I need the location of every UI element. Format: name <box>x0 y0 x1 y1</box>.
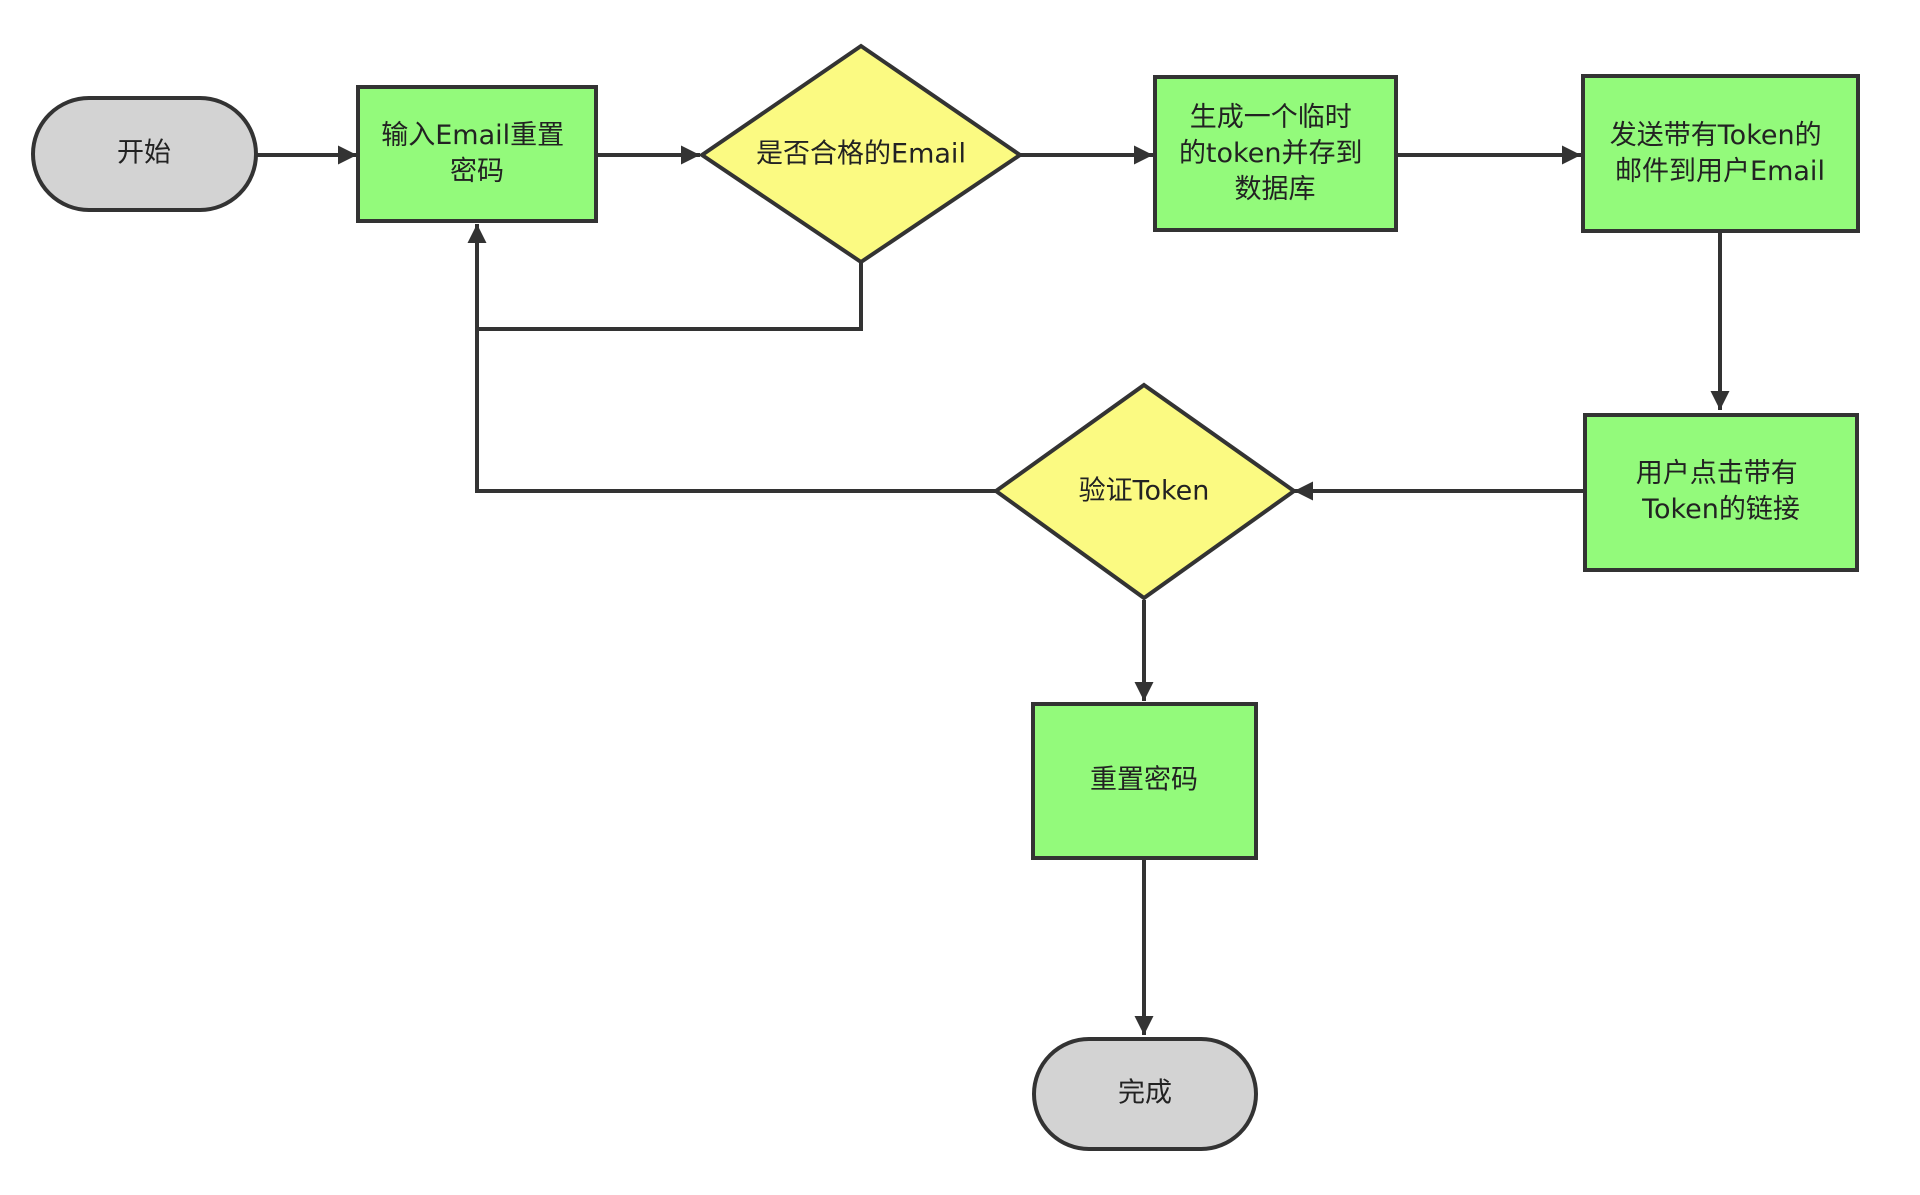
input-email-shape <box>356 85 598 223</box>
user-click-label: 用户点击带有 Token的链接 <box>1636 458 1807 525</box>
edges <box>256 145 1730 1035</box>
start-node: 开始 <box>31 96 258 212</box>
input-email-node: 输入Email重置 密码 <box>356 85 598 223</box>
check-email-shape <box>698 43 1024 265</box>
user-click-shape <box>1583 413 1859 572</box>
start-label: 开始 <box>117 138 171 169</box>
done-label: 完成 <box>1118 1078 1172 1109</box>
start-shape <box>31 96 258 212</box>
done-shape <box>1032 1037 1258 1151</box>
done-node: 完成 <box>1032 1037 1258 1151</box>
user-click-line-1: 用户点击带有 <box>1636 458 1798 489</box>
gen-token-line-1: 生成一个临时 <box>1190 102 1352 133</box>
send-mail-label: 发送带有Token的 邮件到用户Email <box>1610 120 1830 187</box>
send-mail-line-2: 邮件到用户Email <box>1615 156 1825 187</box>
input-email-line-2: 密码 <box>450 156 504 187</box>
verify-token-label: 验证Token <box>1079 476 1210 507</box>
reset-pwd-node: 重置密码 <box>1031 702 1258 860</box>
user-click-node: 用户点击带有 Token的链接 <box>1583 413 1859 572</box>
send-mail-node: 发送带有Token的 邮件到用户Email <box>1581 74 1860 233</box>
gen-token-line-2: 的token并存到 <box>1179 138 1363 169</box>
gen-token-node: 生成一个临时 的token并存到 数据库 <box>1153 75 1398 232</box>
send-mail-line-1: 发送带有Token的 <box>1610 120 1822 151</box>
gen-token-shape <box>1153 75 1398 232</box>
edge-verify-back-to-input <box>475 329 996 493</box>
input-email-line-1: 输入Email重置 <box>381 120 564 151</box>
check-email-label: 是否合格的Email <box>756 139 966 170</box>
user-click-line-2: Token的链接 <box>1641 494 1800 525</box>
verify-token-node: 验证Token <box>992 382 1298 601</box>
verify-token-shape <box>992 382 1298 601</box>
input-email-label: 输入Email重置 密码 <box>381 120 573 187</box>
send-mail-shape <box>1581 74 1860 233</box>
check-email-node: 是否合格的Email <box>698 43 1024 265</box>
edge-check-back-to-input <box>467 224 863 331</box>
reset-pwd-shape <box>1031 702 1258 860</box>
gen-token-line-3: 数据库 <box>1235 174 1316 205</box>
reset-pwd-label: 重置密码 <box>1090 765 1198 796</box>
gen-token-label: 生成一个临时 的token并存到 数据库 <box>1179 102 1371 205</box>
